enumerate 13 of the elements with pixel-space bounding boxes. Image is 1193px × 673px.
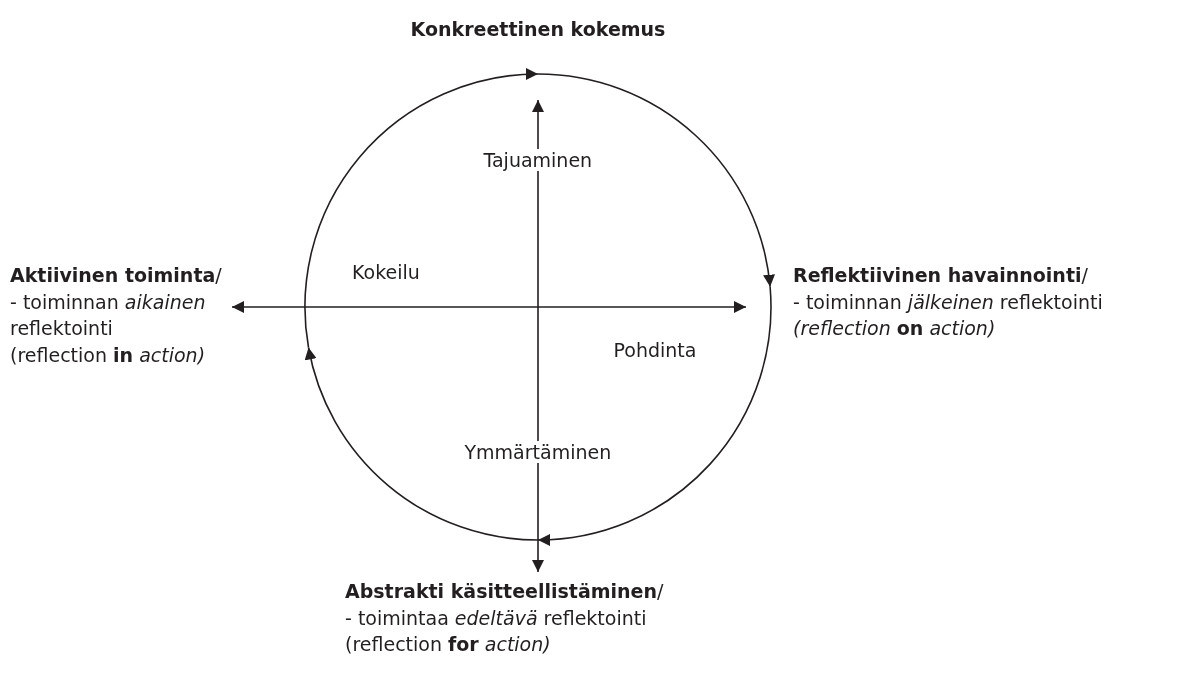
cycle-arrow xyxy=(305,346,539,541)
phase-heading: Aktiivinen toiminta/ xyxy=(10,263,223,288)
phase-description: - toimintaa edeltävä reflektointi xyxy=(345,605,648,631)
phase-description: (reflection on action) xyxy=(793,316,997,342)
phase-description: (reflection in action) xyxy=(10,342,207,368)
cycle-arrow xyxy=(537,73,775,288)
phase-heading: Konkreettinen kokemus xyxy=(409,17,667,42)
phase-heading: Reflektiivinen havainnointi/ xyxy=(793,263,1089,288)
phase-description: - toiminnan jälkeinen reflektointi xyxy=(793,289,1104,315)
phase-heading: Abstrakti käsitteellistäminen/ xyxy=(345,579,665,604)
cycle-arrow xyxy=(537,285,772,546)
phase-description: (reflection for action) xyxy=(345,632,552,658)
cycle-arrow xyxy=(304,68,539,349)
